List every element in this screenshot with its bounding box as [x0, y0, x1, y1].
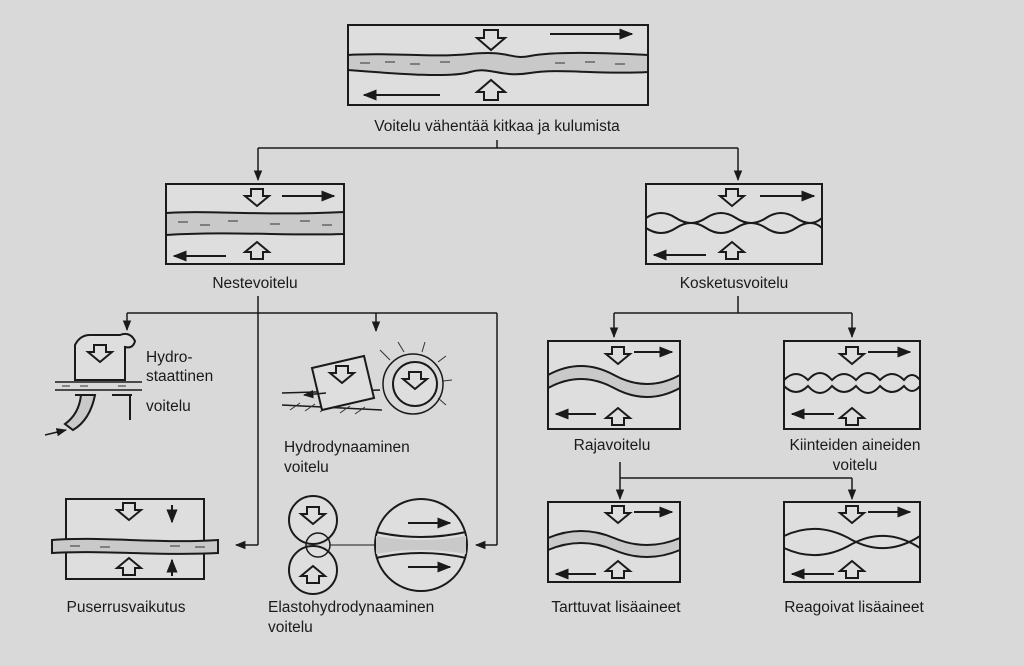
reactive-panel [783, 501, 921, 583]
up-pressure-icon [474, 78, 508, 101]
ehd-label-1: Elastohydrodynaaminen [268, 599, 435, 616]
boundary-panel [547, 340, 681, 430]
adhesive-label: Tarttuvat lisäaineet [551, 599, 681, 616]
boundary-label: Rajavoitelu [573, 437, 651, 454]
contact-panel [645, 183, 823, 265]
hydrodynamic-label-1: Hydrodynaaminen [284, 439, 410, 456]
hydrodynamic-sketch [281, 341, 453, 415]
hydrostatic-label-2: staattinen [146, 368, 214, 385]
top-panel [347, 24, 649, 106]
ehd-label-2: voitelu [268, 619, 313, 636]
ehd-sketch [288, 495, 468, 595]
down-pressure-icon [474, 29, 508, 52]
fluid-label: Nestevoitelu [212, 275, 298, 292]
fluid-panel [165, 183, 345, 265]
solid-panel [783, 340, 921, 430]
contact-label: Kosketusvoitelu [679, 275, 789, 292]
reactive-label: Reagoivat lisäaineet [784, 599, 924, 616]
hydrodynamic-label-2: voitelu [284, 459, 329, 476]
hydrostatic-label-1: Hydro- [146, 349, 193, 366]
adhesive-panel [547, 501, 681, 583]
squeeze-panel [51, 498, 219, 580]
hydrostatic-label-3: voitelu [146, 398, 191, 415]
title-label: Voitelu vähentää kitkaa ja kulumista [374, 118, 620, 135]
solid-label-1: Kiinteiden aineiden [789, 437, 921, 454]
solid-label-2: voitelu [832, 457, 878, 474]
hydrostatic-sketch [44, 332, 142, 437]
squeeze-label: Puserrusvaikutus [66, 599, 186, 616]
